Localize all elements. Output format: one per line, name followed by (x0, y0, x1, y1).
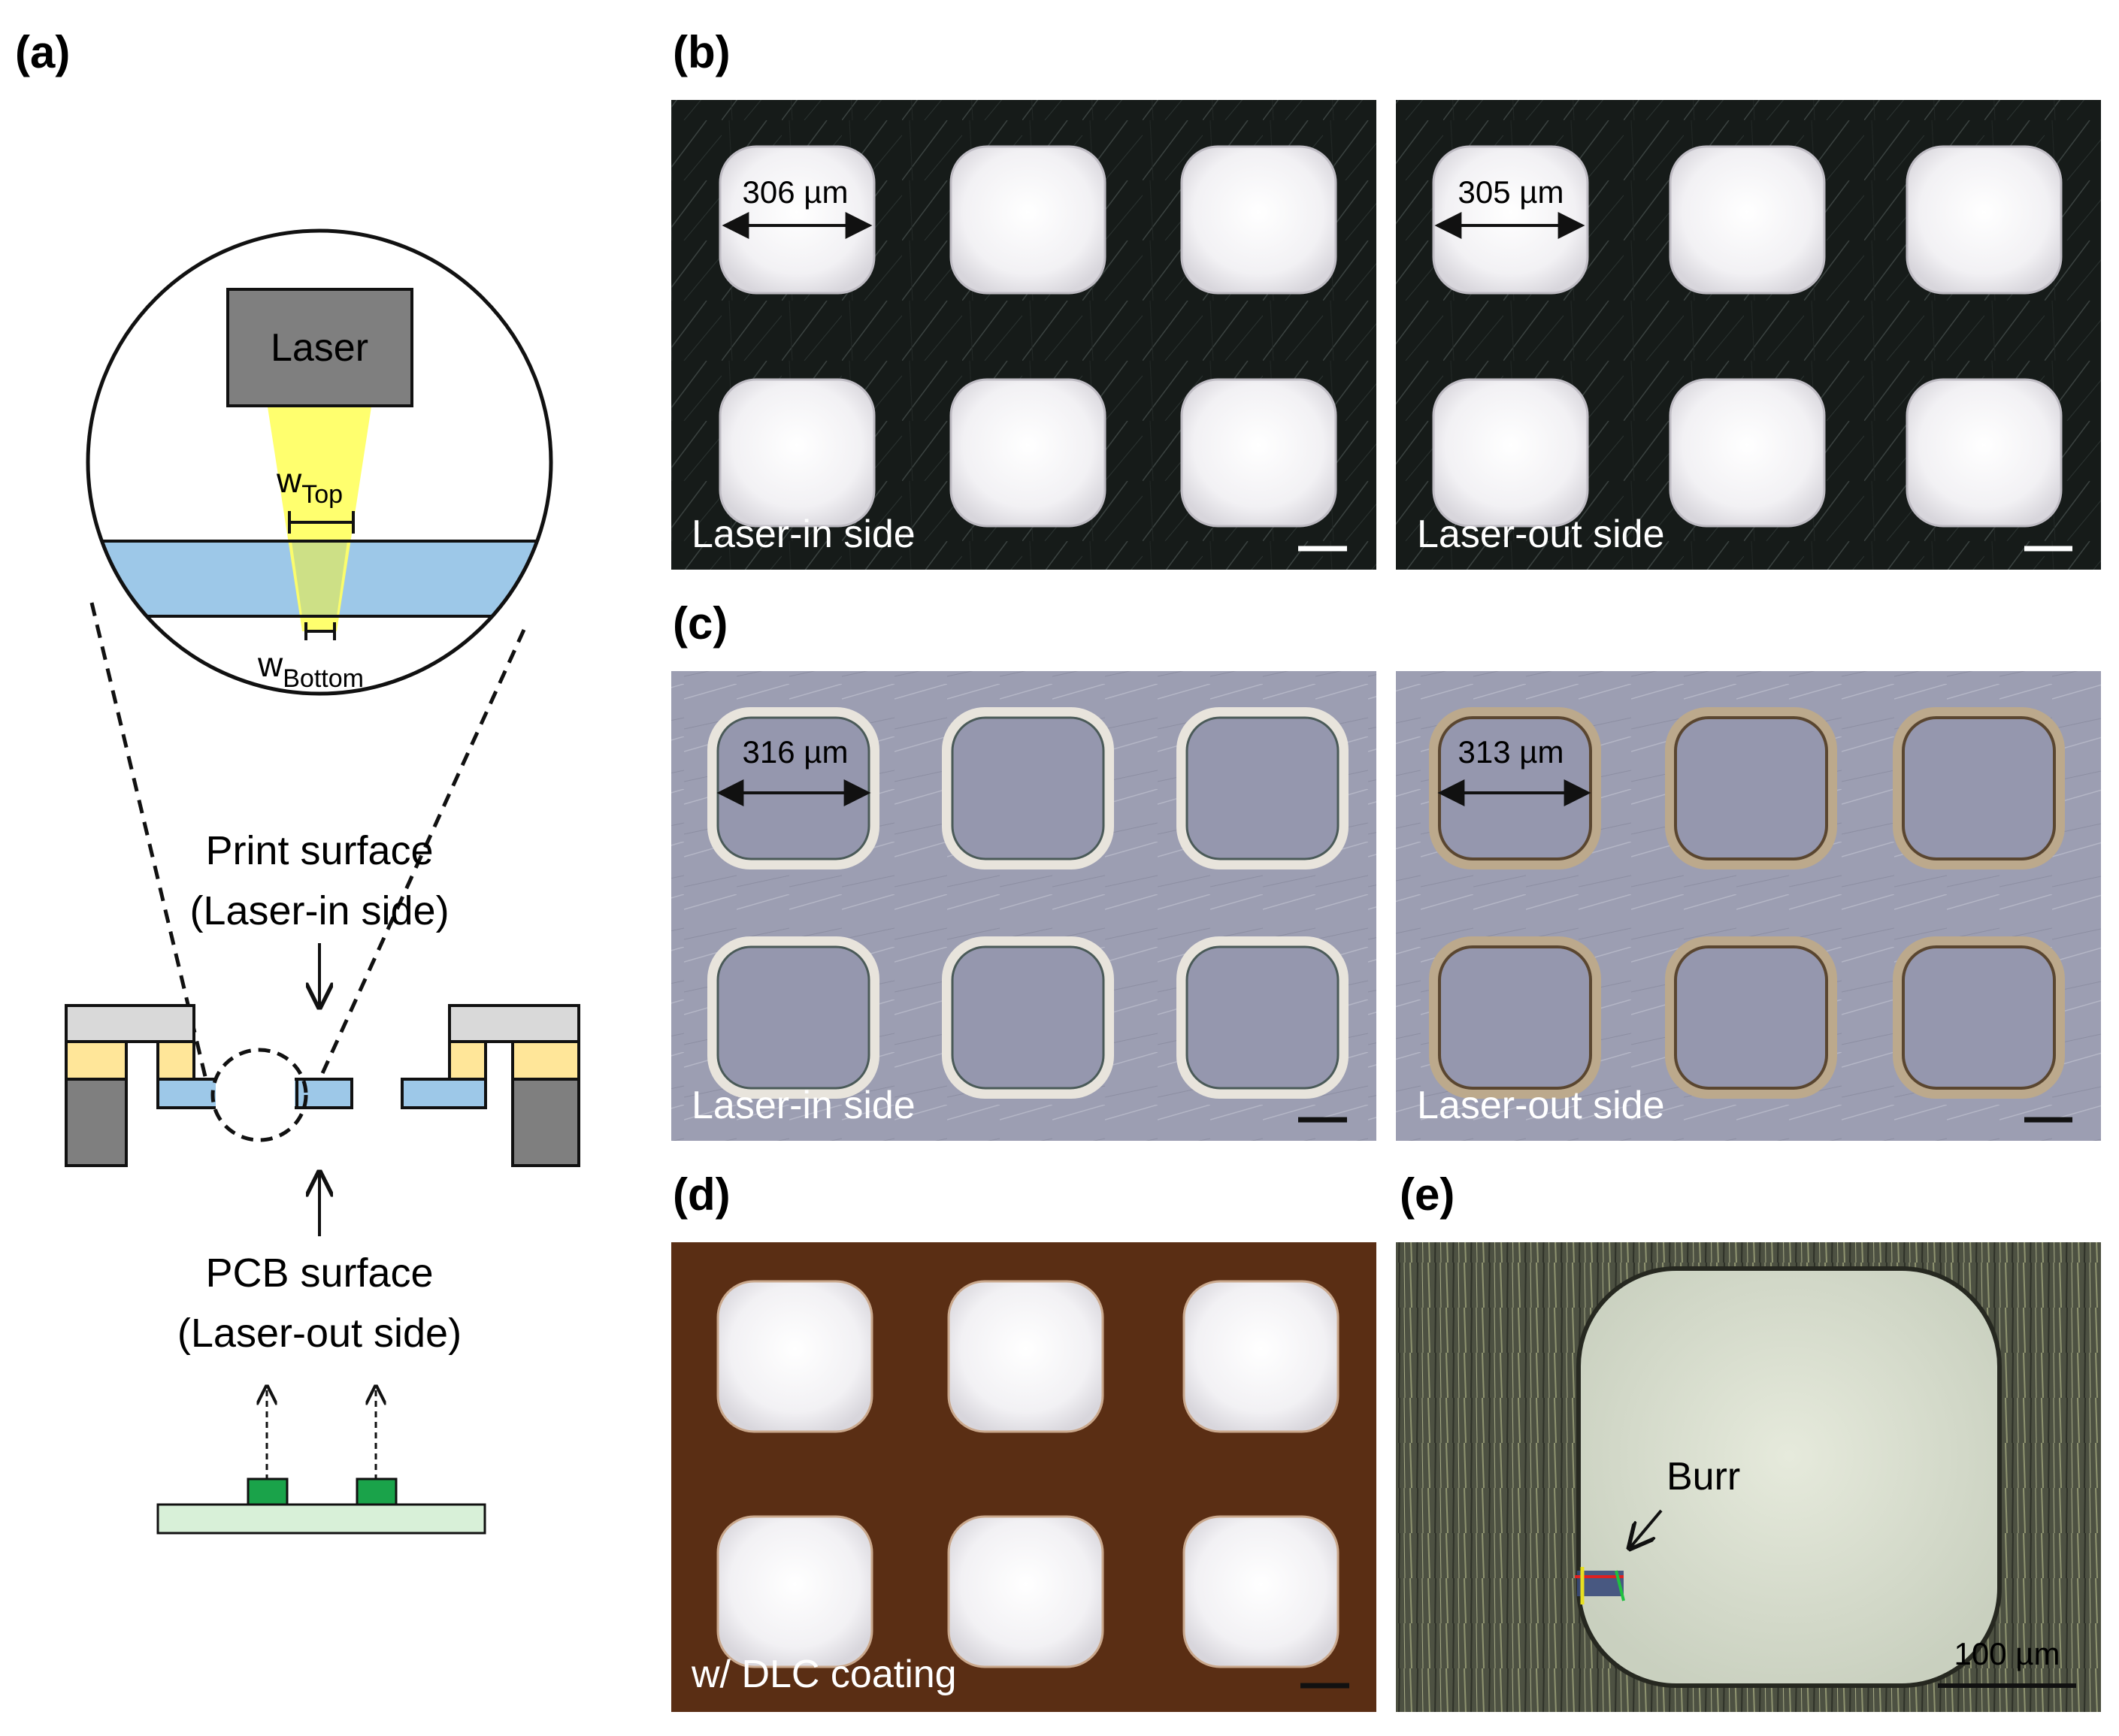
pcb-pad (247, 1477, 289, 1506)
hole-grid (1432, 145, 2063, 528)
pcb-pad (356, 1477, 398, 1506)
pcb-board (156, 1503, 486, 1535)
measurement-label: 313 µm (1458, 734, 1564, 770)
panel-e-micrograph: Burr 100 µm (1396, 1242, 2101, 1712)
laser-beam (267, 402, 372, 631)
laser-head (226, 288, 413, 407)
hole-grid (707, 707, 1349, 1099)
panel-label-e: (e) (1400, 1169, 1455, 1220)
panel-b-right-micrograph: 305 µm Laser-out side (1396, 100, 2101, 570)
micrograph-caption: Laser-in side (692, 1084, 916, 1127)
pcb-surface-line2: (Laser-out side) (177, 1311, 462, 1356)
magnifier-circle (86, 228, 553, 696)
burr-arrow (1630, 1509, 1663, 1548)
panel-c-left-micrograph: 316 µm Laser-in side (671, 671, 1376, 1141)
print-surface-line1: Print surface (205, 828, 433, 873)
hole-grid (716, 1280, 1340, 1668)
panel-label-c: (c) (673, 598, 728, 649)
w-top-label: wTop (276, 461, 343, 509)
laser-label: Laser (271, 326, 368, 370)
burr (1575, 1567, 1625, 1604)
micrograph-caption: w/ DLC coating (691, 1653, 957, 1696)
micrograph-caption: Laser-out side (1417, 513, 1665, 556)
panel-a-schematic: Laser wTop wBottom Print surface (Laser-… (65, 228, 580, 1535)
panel-label-d: (d) (673, 1169, 731, 1220)
w-bottom-label: wBottom (257, 645, 364, 693)
panel-b-left-micrograph: 306 µm Laser-in side (671, 100, 1376, 570)
measurement-label: 306 µm (743, 174, 849, 210)
magnified-region (210, 1048, 308, 1142)
panel-c-right-micrograph: 313 µm Laser-out side (1396, 671, 2101, 1141)
burr-label: Burr (1666, 1455, 1740, 1499)
hole-grid (1429, 707, 2065, 1099)
measurement-label: 305 µm (1458, 174, 1564, 210)
aperture (1576, 1266, 2002, 1688)
panel-d-micrograph: w/ DLC coating (671, 1242, 1376, 1712)
measurement-label: 316 µm (743, 734, 849, 770)
scale-label: 100 µm (1954, 1636, 2060, 1671)
micrograph-caption: Laser-out side (1417, 1084, 1665, 1127)
hole-grid (719, 145, 1337, 528)
panel-label-b: (b) (673, 27, 731, 77)
print-surface-line2: (Laser-in side) (189, 888, 449, 933)
pcb-surface-line1: PCB surface (205, 1251, 433, 1296)
micrograph-caption: Laser-in side (692, 513, 916, 556)
panel-label-a: (a) (15, 27, 70, 77)
